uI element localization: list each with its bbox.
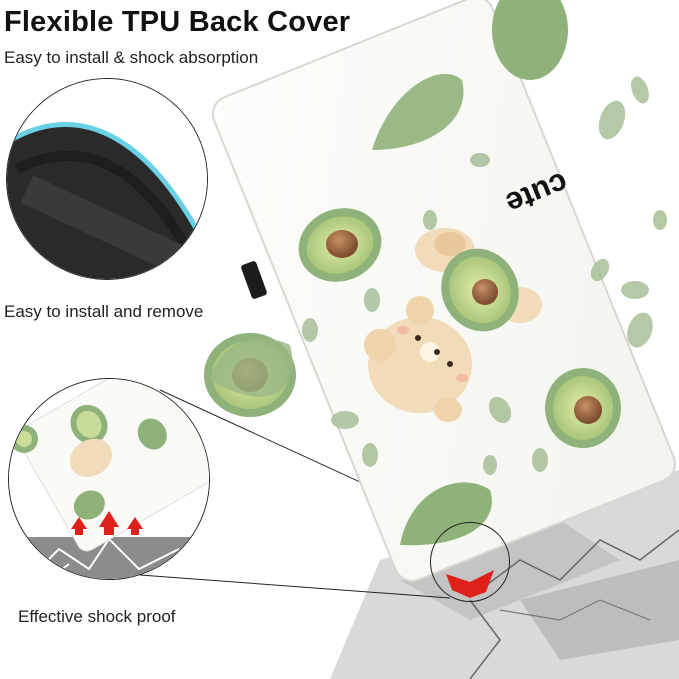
corner-impact-zoom: [430, 522, 510, 602]
case-edge-zoom: [6, 78, 208, 280]
strap: [241, 261, 267, 299]
page-title: Flexible TPU Back Cover: [4, 6, 351, 38]
avocado-half: [298, 208, 382, 282]
leaves: [302, 76, 667, 475]
caption-install-remove: Easy to install and remove: [4, 302, 204, 321]
shock-proof-zoom: [8, 378, 210, 580]
caption-shock-absorption: Easy to install & shock absorption: [4, 48, 259, 67]
caption-shock-proof: Effective shock proof: [18, 607, 176, 626]
impact-arrows: [71, 511, 143, 535]
avocado-half: [545, 368, 621, 448]
bear-illustration: [364, 228, 542, 422]
avocado-held: [441, 248, 519, 332]
